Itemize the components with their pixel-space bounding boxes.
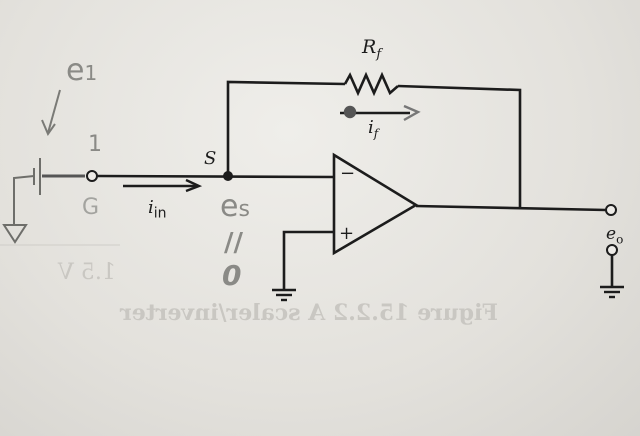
handwritten-ground-label: G (82, 195, 100, 220)
handwritten-equals: // (224, 228, 243, 258)
output-wire (415, 204, 607, 212)
output-terminal (605, 204, 617, 216)
resistor-rf (343, 71, 399, 97)
summing-node-label: S (204, 148, 217, 169)
output-voltage-label: eo (606, 224, 624, 247)
resistor-label: Rf (362, 36, 382, 62)
output-ground-icon (600, 285, 624, 299)
handwritten-node-value: 0 (222, 259, 242, 292)
handwritten-battery-icon (0, 158, 120, 246)
input-wire (96, 174, 335, 179)
feedback-wire-left (226, 80, 346, 176)
input-terminal (86, 170, 98, 182)
input-current-label: iin (148, 197, 167, 222)
handwritten-input-value: 1 (88, 132, 102, 157)
plus-input-wire (282, 230, 334, 290)
feedback-current-label: if (368, 117, 379, 141)
feedback-current-arrow (340, 104, 421, 122)
summing-node-dot (223, 171, 233, 181)
handwritten-arrow-icon (41, 89, 61, 137)
output-ground-terminal (606, 244, 618, 256)
handwritten-node-voltage: es (220, 189, 250, 224)
opamp-triangle (332, 152, 419, 256)
opamp-minus-label: − (340, 163, 356, 184)
opamp-plus-label: + (339, 223, 355, 244)
handwritten-input-voltage: e1 (66, 53, 98, 88)
ground-icon (272, 288, 296, 302)
input-current-arrow (123, 178, 203, 193)
feedback-wire-right (397, 84, 522, 208)
